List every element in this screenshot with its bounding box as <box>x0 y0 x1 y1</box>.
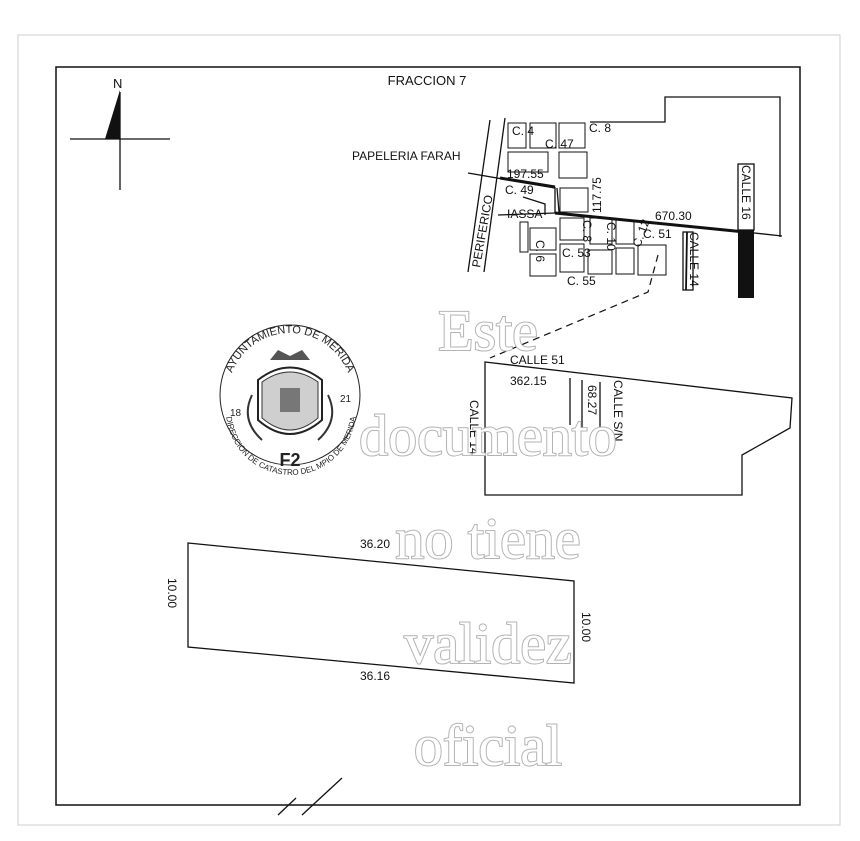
plan-title: FRACCION 7 <box>388 73 467 88</box>
distance-label: 68.27 <box>585 385 599 415</box>
block-label: C. 53 <box>562 246 591 260</box>
street-label: CALLE 14 <box>687 232 701 287</box>
lot-top-dimension: 36.20 <box>360 537 390 551</box>
lot-left-dimension: 10.00 <box>165 578 179 608</box>
block-label: C. 6 <box>533 240 547 262</box>
street-label: CALLE 16 <box>739 165 753 220</box>
seal-year: 21 <box>340 394 352 405</box>
block-label: C. 51 <box>643 227 672 241</box>
block-label: C. 4 <box>512 124 534 138</box>
north-arrow-icon: N <box>70 76 170 190</box>
detail-map: CALLE 51 362.15 68.27 CALLE S/N CALLE 14 <box>467 353 793 496</box>
place-label: IASSA <box>507 207 542 221</box>
municipal-seal: F2 18 21 AYUNTAMIENTO DE MERIDA DIRECCIO… <box>219 324 361 477</box>
watermark-line: Este <box>438 298 538 363</box>
distance-label: 197.55 <box>507 167 544 181</box>
scale-break-marks <box>277 777 343 816</box>
landmark-label: PAPELERIA FARAH <box>352 149 461 163</box>
block-label: C. 49 <box>505 183 534 197</box>
location-map: C. 4 C. 47 C. 8 PAPELERIA FARAH 197.55 C… <box>352 96 783 359</box>
distance-label: 117.75 <box>590 177 604 213</box>
block-label: C. 8 <box>589 121 611 135</box>
street-label: CALLE S/N <box>611 380 625 441</box>
plan-border <box>55 66 801 806</box>
watermark-line: oficial <box>414 713 562 778</box>
distance-label: 362.15 <box>510 374 547 388</box>
north-label: N <box>113 76 122 91</box>
road-label: PERIFERICO <box>469 194 496 269</box>
seal-code: F2 <box>279 450 300 470</box>
block-label: C. 47 <box>545 137 574 151</box>
seal-year: 18 <box>230 408 242 419</box>
watermark-line: validez <box>404 611 571 676</box>
watermark: Este documento no tiene validez oficial <box>358 297 618 779</box>
lot-right-dimension: 10.00 <box>579 612 593 642</box>
street-label: CALLE 14 <box>467 400 481 455</box>
lot-bottom-dimension: 36.16 <box>360 669 390 683</box>
block-label: C. 8 <box>580 220 594 242</box>
watermark-line: no tiene <box>395 506 580 571</box>
watermark-line: documento <box>359 403 617 468</box>
outer-frame <box>17 34 841 826</box>
block-label: C. 10 <box>604 222 618 251</box>
block-label: C. 55 <box>567 274 596 288</box>
street-label: CALLE 51 <box>510 353 565 367</box>
distance-label: 670.30 <box>655 209 692 223</box>
lot-plan: 36.20 36.16 10.00 10.00 <box>165 537 593 684</box>
